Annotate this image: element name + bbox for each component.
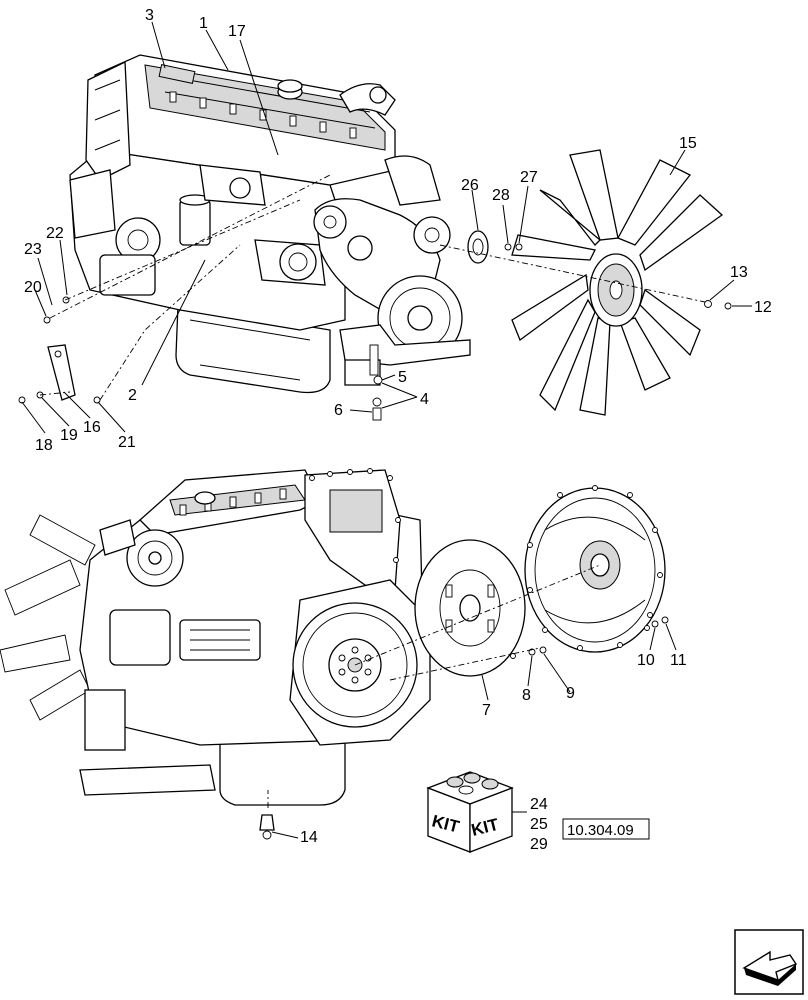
callout-16: 16 <box>83 419 101 436</box>
lower-engine-assembly <box>0 468 431 806</box>
reference-code: 10.304.09 <box>567 822 634 839</box>
lower-assembly-lines <box>267 564 601 808</box>
callout-9: 9 <box>566 685 575 702</box>
callout-25: 25 <box>530 816 548 833</box>
callout-14: 14 <box>300 829 318 846</box>
callout-5: 5 <box>398 369 407 386</box>
callout-20: 20 <box>24 279 42 296</box>
fan-spacer-part-26 <box>467 230 489 264</box>
callout-6: 6 <box>334 402 343 419</box>
flex-plate-housing <box>524 485 666 653</box>
callout-27: 27 <box>520 169 538 186</box>
upper-assembly-lines <box>39 174 706 401</box>
callout-19: 19 <box>60 427 78 444</box>
callout-2: 2 <box>128 387 137 404</box>
kit-box-icon: KIT KIT <box>426 771 514 853</box>
callout-13: 13 <box>730 264 748 281</box>
callout-24: 24 <box>530 796 548 813</box>
upper-engine-assembly <box>69 54 471 394</box>
callout-12: 12 <box>754 299 772 316</box>
next-page-arrow-icon <box>742 950 798 986</box>
callout-labels: 1 2 3 4 5 6 7 8 9 10 11 12 13 14 15 16 1… <box>24 7 772 853</box>
callout-18: 18 <box>35 437 53 454</box>
callout-17: 17 <box>228 23 246 40</box>
callout-26: 26 <box>461 177 479 194</box>
next-page-button[interactable] <box>734 929 804 995</box>
callout-10: 10 <box>637 652 655 669</box>
callout-21: 21 <box>118 434 136 451</box>
callout-22: 22 <box>46 225 64 242</box>
callout-23: 23 <box>24 241 42 258</box>
reference-box: 10.304.09 <box>562 818 650 840</box>
callout-29: 29 <box>530 836 548 853</box>
upper-hardware <box>18 243 732 421</box>
callout-11: 11 <box>670 652 687 669</box>
callout-8: 8 <box>522 687 531 704</box>
callout-28: 28 <box>492 187 510 204</box>
callout-7: 7 <box>482 702 491 719</box>
callout-3: 3 <box>145 7 154 24</box>
drive-plate-part-7 <box>414 539 526 677</box>
callout-1: 1 <box>199 15 208 32</box>
upper-leader-lines <box>21 21 752 434</box>
callout-15: 15 <box>679 135 697 152</box>
fan-part-15 <box>511 149 724 416</box>
callout-4: 4 <box>420 391 429 408</box>
lower-hardware <box>259 616 669 840</box>
lower-leader-lines <box>271 623 677 839</box>
